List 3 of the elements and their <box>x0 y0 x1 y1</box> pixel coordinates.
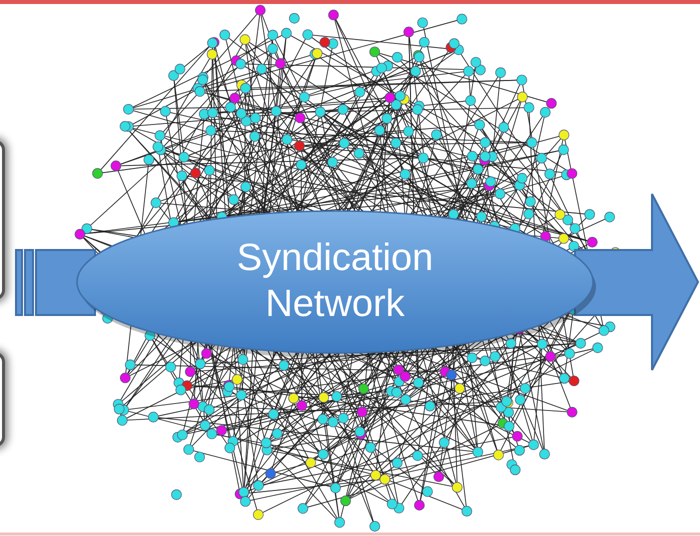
node-label: Syndication Network <box>236 236 434 327</box>
ellipse-node <box>75 208 595 356</box>
block-arrow <box>574 193 700 371</box>
